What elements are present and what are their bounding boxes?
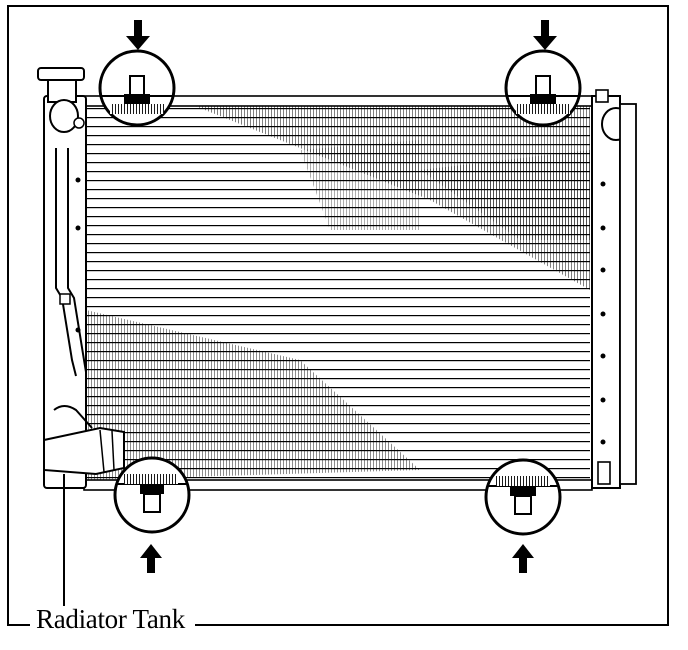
arrow-down-icon [533,20,557,50]
radiator-cap [37,67,85,81]
right-tank [591,89,637,489]
radiator-tank-label: Radiator Tank [36,604,185,634]
left-tank [37,67,125,489]
arrow-down-icon [126,20,150,50]
clip-detail-top-left [98,49,176,127]
diagram-frame [7,5,669,626]
arrow-up-icon [512,544,534,573]
arrow-up-icon [140,544,162,573]
radiator-core [83,95,593,491]
clip-detail-top-right [504,49,582,127]
clip-detail-bottom-right [484,458,562,536]
clip-detail-bottom-left [113,456,191,534]
